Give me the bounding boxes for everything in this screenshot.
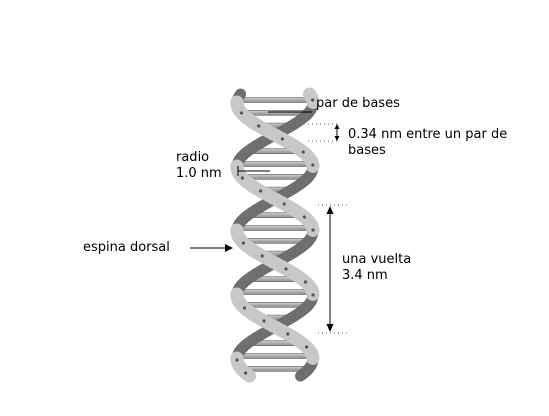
helical-turn-indicator [318, 204, 348, 334]
backbone-dot [305, 345, 309, 349]
backbone-dot [286, 332, 290, 336]
backbone-arrow [190, 244, 233, 252]
backbone-dot [311, 163, 315, 167]
radius-label: radio 1.0 nm [176, 150, 222, 182]
backbone-dot [311, 293, 315, 297]
base-pair-rung [237, 161, 313, 167]
base-pair-rung [237, 289, 313, 295]
backbone-dot [260, 254, 264, 258]
backbone-dot [239, 111, 244, 115]
backbone-dot [302, 215, 306, 219]
base-pair-rung [237, 97, 313, 103]
backbone-strand-front [230, 87, 320, 383]
backbone-label: espina dorsal [83, 240, 170, 255]
helical-turn-label: una vuelta 3.4 nm [342, 252, 411, 284]
backbone-dot [240, 176, 244, 180]
base-pair-spacing-indicator [308, 123, 340, 142]
radius-label-line1: radio [176, 150, 210, 165]
base-pair-label: par de bases [316, 96, 400, 111]
base-pair-distance-label-line2: bases [348, 143, 386, 158]
backbone-dot [303, 280, 308, 284]
backbone-segment [295, 368, 309, 382]
radius-indicator [237, 166, 270, 176]
backbone-dot [262, 319, 266, 323]
backbone-dot [311, 228, 315, 232]
backbone-segment [240, 367, 256, 383]
base-pair-distance-label: 0.34 nm entre un par de bases [348, 127, 507, 159]
radius-label-line2: 1.0 nm [176, 166, 222, 181]
backbone-dot [241, 241, 245, 245]
backbone-dot [282, 202, 286, 206]
backbone-dot [244, 371, 248, 375]
base-pair-rung [237, 225, 313, 231]
backbone-dot [301, 150, 305, 154]
base-pair-distance-label-line1: 0.34 nm entre un par de [348, 127, 508, 142]
backbone-dot [258, 189, 263, 193]
backbone-dot [257, 124, 261, 128]
base-pair-rung [237, 353, 313, 359]
backbone-dot [235, 358, 239, 362]
helical-turn-label-line2: 3.4 nm [342, 268, 388, 283]
backbone-dot [311, 98, 315, 102]
backbone-dot [280, 137, 284, 141]
helical-turn-label-line1: una vuelta [342, 252, 412, 267]
backbone-dot [242, 306, 247, 310]
backbone-dot [284, 267, 288, 271]
